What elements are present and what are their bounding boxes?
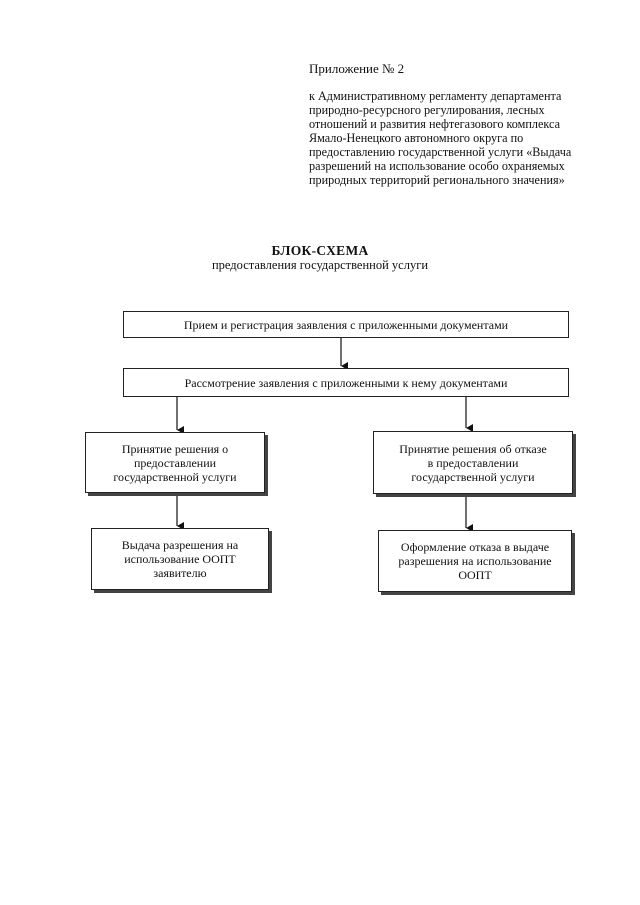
appendix-block: Приложение № 2 к Административному регла… bbox=[309, 61, 609, 188]
flowchart-subtitle: предоставления государственной услуги bbox=[211, 258, 429, 272]
step-grant-decision: Принятие решения о предоставлении госуда… bbox=[85, 432, 265, 493]
step-grant-issue: Выдача разрешения на использование ООПТ … bbox=[91, 528, 269, 590]
step-review-application: Рассмотрение заявления с приложенными к … bbox=[123, 368, 569, 397]
step-receive-register: Прием и регистрация заявления с приложен… bbox=[123, 311, 569, 338]
step-refusal-issue: Оформление отказа в выдаче разрешения на… bbox=[378, 530, 572, 592]
appendix-text: к Административному регламенту департаме… bbox=[309, 89, 572, 187]
appendix-number: Приложение № 2 bbox=[309, 61, 405, 76]
step-refusal-decision: Принятие решения об отказе в предоставле… bbox=[373, 431, 573, 494]
flowchart-title: БЛОК-СХЕМА bbox=[271, 243, 369, 258]
